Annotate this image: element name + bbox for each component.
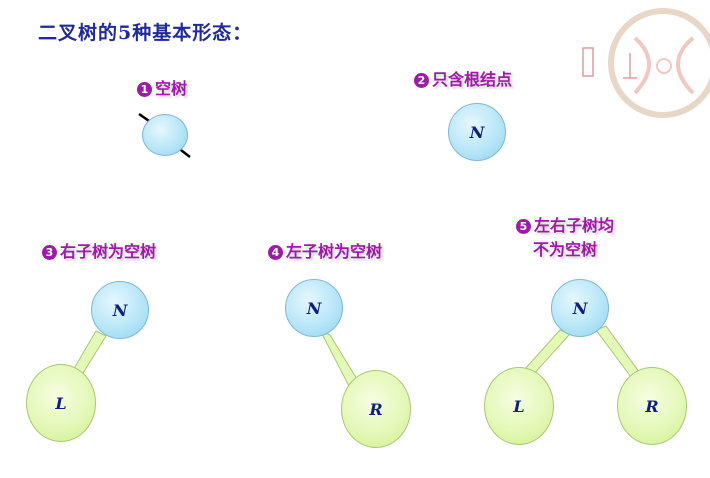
form-1-text: 空树: [155, 79, 188, 98]
form-5-text-line2: 不为空树: [533, 240, 598, 259]
form-3-text: 右子树为空树: [60, 242, 157, 261]
form-3-left-node: L: [26, 364, 96, 442]
form-3-root-node: N: [91, 281, 149, 339]
form-5-text-line1: 左右子树均: [534, 216, 615, 235]
form-2-text: 只含根结点: [432, 70, 513, 89]
form-2-root-node: N: [448, 103, 506, 161]
logo: [582, 8, 710, 118]
form-5-right-node: R: [617, 367, 687, 445]
empty-tree-node: [142, 114, 188, 156]
form-4-right-node: R: [341, 370, 411, 448]
form-4-text: 左子树为空树: [286, 242, 383, 261]
form-5-left-node: L: [484, 367, 554, 445]
number-5-badge: 5: [516, 219, 531, 234]
number-4-badge: 4: [268, 245, 283, 260]
form-4-root-node: N: [285, 279, 343, 337]
form-5-root-node: N: [551, 279, 609, 337]
page-title: 二叉树的5种基本形态：: [38, 22, 253, 44]
number-1-badge: 1: [137, 82, 152, 97]
number-3-badge: 3: [42, 245, 57, 260]
number-2-badge: 2: [414, 73, 429, 88]
